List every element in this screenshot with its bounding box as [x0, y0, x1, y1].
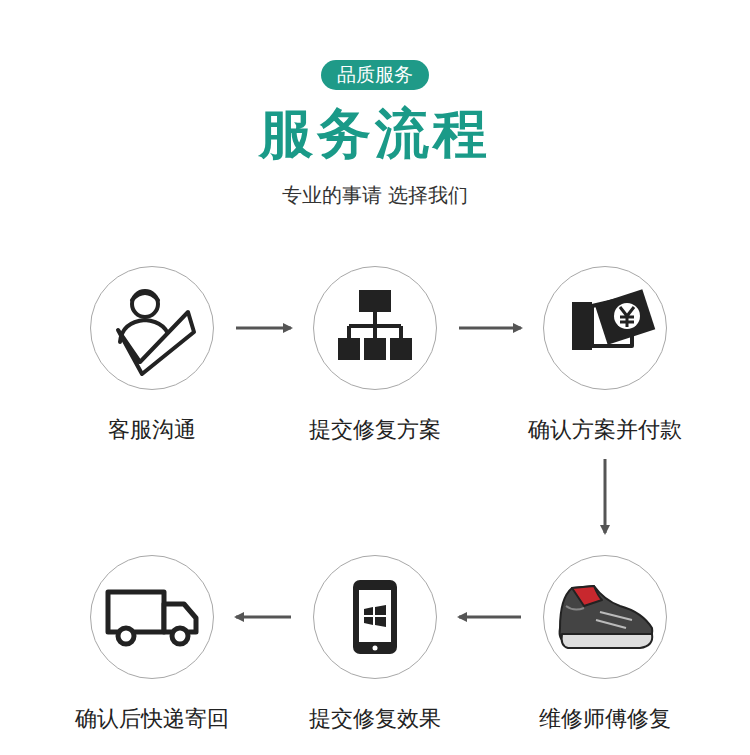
- step-label: 提交修复效果: [309, 704, 441, 734]
- shoe-icon: [560, 586, 653, 648]
- step-circle: 提交修复效果: [313, 555, 437, 679]
- tag-pill: 品质服务: [321, 60, 429, 90]
- subtitle: 专业的事请 选择我们: [0, 182, 750, 209]
- step-circle: 客服沟通: [90, 266, 214, 390]
- step-circle: 提交修复方案: [313, 266, 437, 390]
- step-circle: 维修师傅修复: [543, 555, 667, 679]
- step-label: 维修师傅修复: [539, 704, 671, 734]
- step-label: 确认后快递寄回: [75, 704, 229, 734]
- step-circle: 确认方案并付款: [543, 266, 667, 390]
- flow-arrow: [604, 459, 607, 533]
- tag-text: 品质服务: [337, 62, 413, 88]
- plan-icon: [338, 290, 412, 360]
- step-label: 客服沟通: [108, 415, 196, 445]
- page-title: 服务流程: [0, 98, 750, 171]
- phone-icon: [353, 580, 397, 654]
- flow-arrow: [236, 327, 291, 330]
- flow-arrow: [236, 616, 291, 619]
- step-label: 确认方案并付款: [528, 415, 682, 445]
- flow-arrow: [459, 616, 521, 619]
- service-icon: [118, 291, 194, 374]
- payment-icon: [572, 289, 655, 350]
- step-label: 提交修复方案: [309, 415, 441, 445]
- truck-icon: [108, 592, 196, 644]
- step-circle: 确认后快递寄回: [90, 555, 214, 679]
- flow-arrow: [459, 327, 521, 330]
